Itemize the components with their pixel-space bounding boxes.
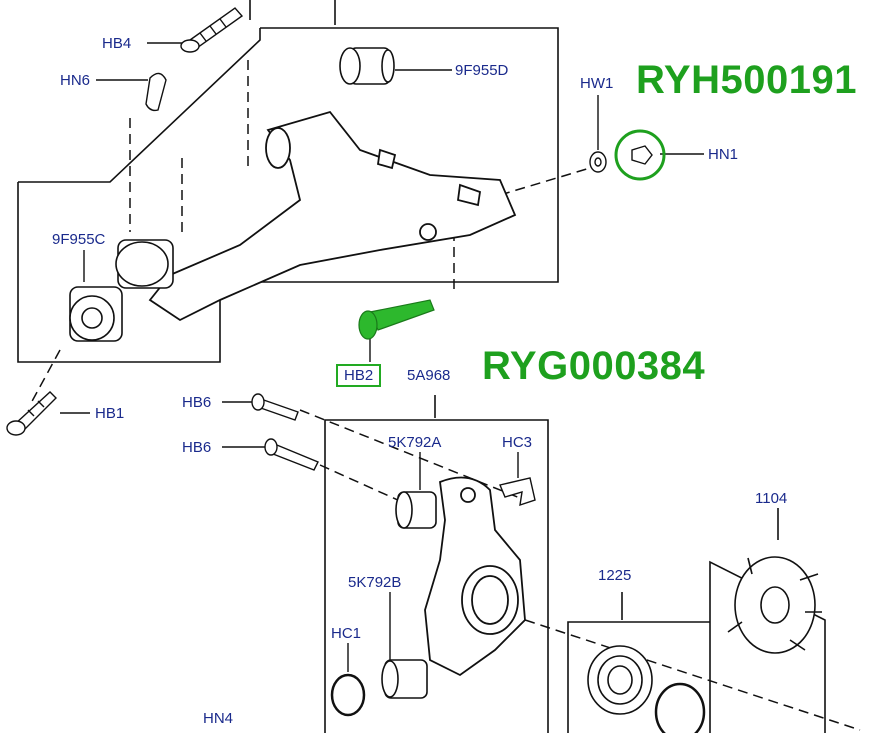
- bolt-hb6-bottom: [264, 438, 319, 471]
- label-hc1: HC1: [331, 625, 362, 642]
- label-9f955c: 9F955C: [52, 231, 106, 248]
- bolt-hb2: [358, 299, 435, 340]
- label-9f955d: 9F955D: [455, 62, 509, 79]
- label-hb2: HB2: [336, 364, 382, 387]
- clip-hc3: [499, 477, 536, 507]
- hub-1104: [727, 556, 822, 654]
- bolt-hb6-top: [251, 393, 299, 421]
- label-1225: 1225: [598, 567, 632, 584]
- washer-hw1: [589, 151, 607, 173]
- part-number-upper: RYH500191: [636, 58, 857, 102]
- clip-hn6: [145, 72, 167, 112]
- bushing-9f955c: [69, 239, 174, 342]
- outline-box-inner: [18, 28, 261, 183]
- highlight-circle-hn1: [614, 129, 666, 181]
- label-hc3: HC3: [502, 434, 533, 451]
- label-hw1: HW1: [580, 75, 614, 92]
- outline-box-knuckle: [324, 419, 549, 733]
- label-1104: 1104: [755, 490, 788, 507]
- circlip-hc1: [330, 673, 366, 717]
- bolt-hb1: [6, 391, 57, 436]
- label-hb1: HB1: [95, 405, 125, 422]
- label-5a968: 5A968: [407, 367, 451, 384]
- bushing-9f955d: [339, 47, 395, 85]
- label-5k792b: 5K792B: [348, 574, 402, 591]
- label-hb6-bottom: HB6: [182, 439, 212, 456]
- part-number-lower: RYG000384: [482, 344, 706, 388]
- label-hb4: HB4: [102, 35, 132, 52]
- label-5k792a: 5K792A: [388, 434, 442, 451]
- control-arm: [148, 110, 517, 322]
- nut-hn1: [631, 145, 653, 165]
- label-hn6: HN6: [60, 72, 91, 89]
- label-hb6-top: HB6: [182, 394, 212, 411]
- bushing-5k792a: [395, 491, 437, 529]
- bushing-5k792b: [381, 659, 428, 699]
- outline-box-bearing: [567, 621, 710, 733]
- knuckle-5a968: [424, 476, 526, 677]
- label-hn1: HN1: [708, 146, 739, 163]
- bolt-hb4: [180, 7, 244, 53]
- label-hn4: HN4: [203, 710, 234, 727]
- circlip-right: [654, 682, 706, 733]
- bearing-1225: [587, 645, 653, 715]
